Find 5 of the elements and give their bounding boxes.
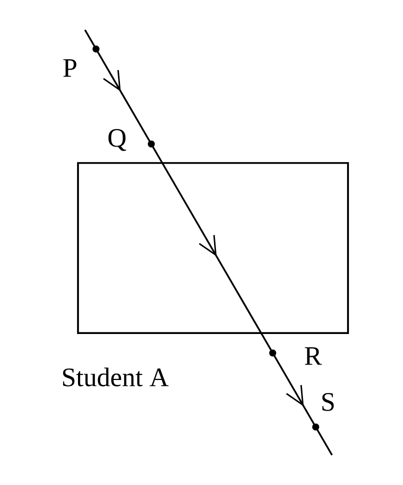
point-label: Q	[108, 129, 126, 151]
point-label: R	[304, 347, 322, 365]
caption: Student A	[63, 368, 168, 386]
point-label: S	[322, 393, 334, 411]
point-label: P	[63, 59, 76, 77]
